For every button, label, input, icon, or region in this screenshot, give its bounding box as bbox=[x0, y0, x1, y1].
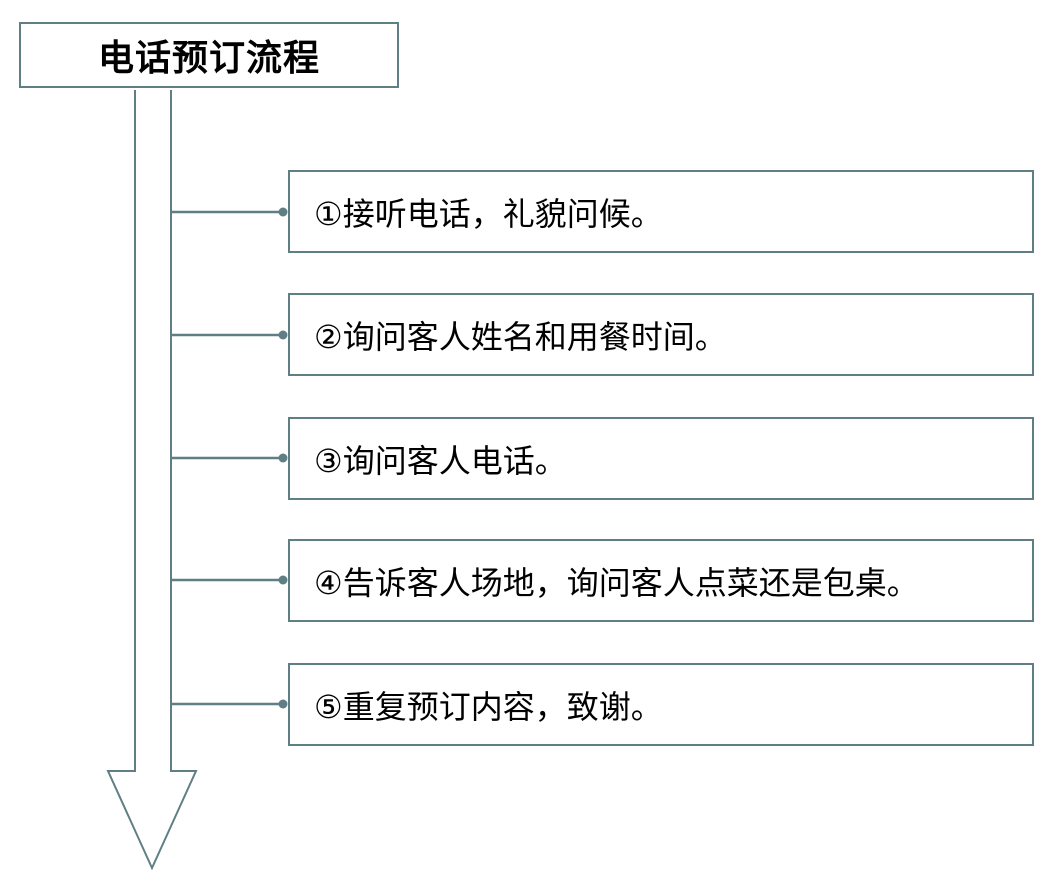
title-box: 电话预订流程 bbox=[19, 22, 399, 88]
step-box-2: ②询问客人姓名和用餐时间。 bbox=[288, 293, 1034, 376]
step-box-5: ⑤重复预订内容，致谢。 bbox=[288, 663, 1034, 746]
connector-1 bbox=[171, 207, 288, 217]
connector-2 bbox=[171, 330, 288, 340]
connector-5 bbox=[171, 699, 288, 709]
step-box-1: ①接听电话，礼貌问候。 bbox=[288, 170, 1034, 253]
step-text-1: ①接听电话，礼貌问候。 bbox=[314, 194, 663, 233]
connector-3 bbox=[171, 453, 288, 463]
connector-4 bbox=[171, 575, 288, 585]
step-box-3: ③询问客人电话。 bbox=[288, 417, 1034, 500]
step-text-2: ②询问客人姓名和用餐时间。 bbox=[314, 317, 727, 356]
page-title: 电话预订流程 bbox=[97, 38, 320, 79]
step-text-3: ③询问客人电话。 bbox=[314, 441, 567, 480]
step-text-5: ⑤重复预订内容，致谢。 bbox=[314, 687, 663, 726]
step-box-4: ④告诉客人场地，询问客人点菜还是包桌。 bbox=[288, 539, 1034, 622]
down-arrow bbox=[106, 90, 198, 871]
step-text-4: ④告诉客人场地，询问客人点菜还是包桌。 bbox=[314, 563, 919, 602]
